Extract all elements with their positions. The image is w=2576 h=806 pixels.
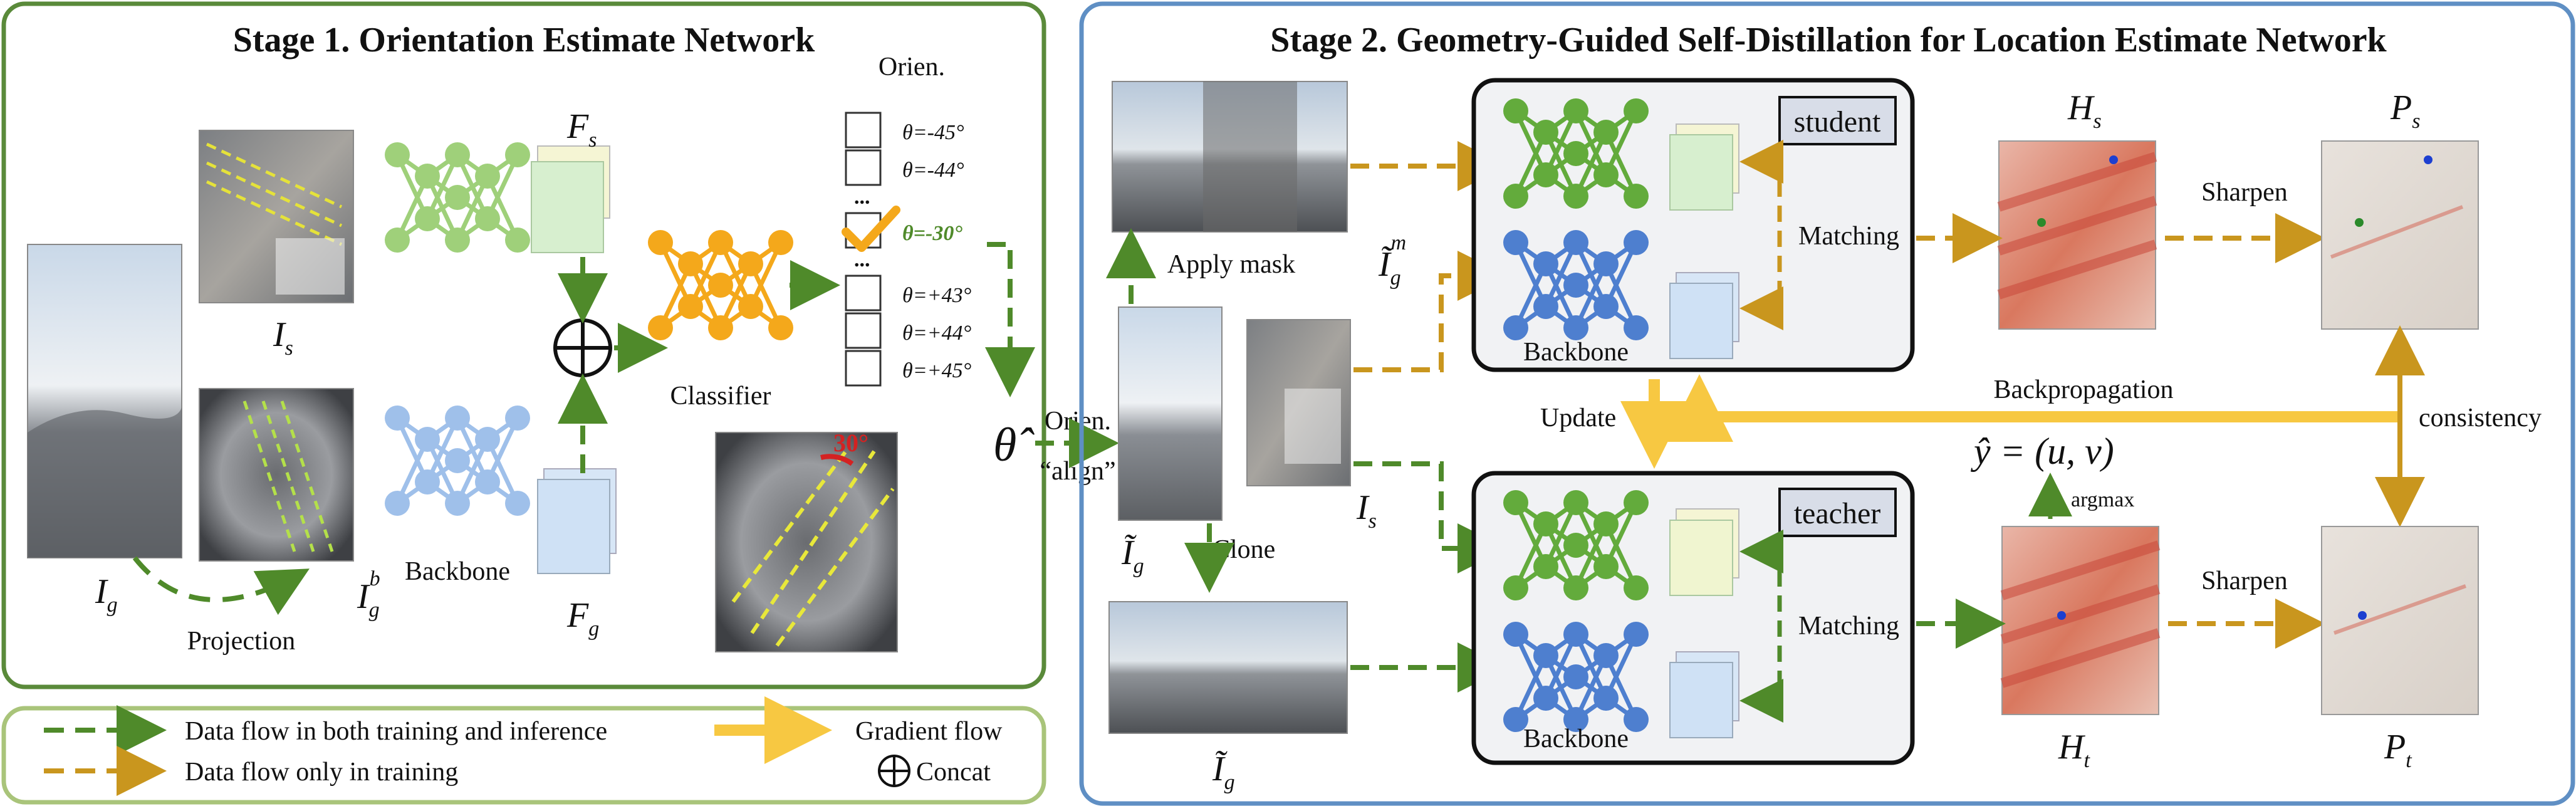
orientation-box-1 <box>845 112 882 149</box>
backpropagation-arrow <box>1666 374 2400 442</box>
orientation-box-4 <box>845 275 882 311</box>
center-orien-label: Orien. <box>1045 407 1111 436</box>
teacher-tag-label: teacher <box>1794 497 1881 530</box>
label-backpropagation: Backpropagation <box>1994 375 2174 404</box>
legend-gradient-item: Gradient flow <box>714 696 1003 764</box>
arrow-Is-to-student <box>1353 251 1508 372</box>
legend-both-label: Data flow in both training and inference <box>185 717 607 746</box>
label-backbone-stage1: Backbone <box>405 557 510 586</box>
center-align-label: “align” <box>1040 457 1115 486</box>
Ps-green-point <box>2355 218 2364 227</box>
aligned-ground-image <box>1118 306 1223 521</box>
angle-badge: 30° <box>833 429 868 457</box>
label-Ig: Ig <box>95 572 118 617</box>
network-backbone-blue-icon <box>385 406 530 516</box>
label-matching-student: Matching <box>1798 222 1899 251</box>
label-sharpen-bottom: Sharpen <box>2201 567 2288 595</box>
arrow-Is-to-teacher <box>1353 461 1508 573</box>
concat-icon <box>553 318 612 377</box>
checkmark-icon <box>842 206 900 252</box>
label-matching-teacher: Matching <box>1798 612 1899 641</box>
orientation-label-4: θ=+43° <box>902 284 972 307</box>
orientation-label-3: θ=-30° <box>902 222 962 245</box>
feature-Fg-icon <box>537 468 617 574</box>
label-Ig-tilde-bottom: Ĩg <box>1212 750 1235 794</box>
label-Fg: Fg <box>566 596 599 641</box>
feature-Fs-icon <box>531 145 610 253</box>
probability-Ps <box>2321 140 2479 330</box>
label-y-hat: ŷ = (u, v) <box>1970 431 2114 472</box>
orientation-list: θ=-45° θ=-44° ... θ=-30° ... θ=+43° θ=+4… <box>842 112 972 387</box>
legend-training-label: Data flow only in training <box>185 758 458 787</box>
legend-gradient-label: Gradient flow <box>855 717 1003 746</box>
ellipsis-1: ... <box>854 186 870 209</box>
orientation-label-1: θ=-45° <box>902 121 964 144</box>
stage1-panel <box>1 1 1046 689</box>
projection-arrow <box>132 556 310 615</box>
label-orien-header: Orien. <box>879 53 945 81</box>
label-Pt: Pt <box>2384 728 2412 772</box>
stage2-title: Stage 2. Geometry-Guided Self-Distillati… <box>1270 21 2387 60</box>
label-backbone-teacher: Backbone <box>1523 725 1629 753</box>
label-Igb: Igb <box>357 567 380 622</box>
ellipsis-2: ... <box>854 248 870 271</box>
arrow-list-to-theta <box>985 242 1035 397</box>
label-apply-mask: Apply mask <box>1167 250 1295 279</box>
student-tag-label: student <box>1794 105 1881 139</box>
legend-training-item: Data flow only in training <box>44 746 458 796</box>
label-Is-stage2: Is <box>1356 488 1377 533</box>
orientation-label-2: θ=-44° <box>902 159 964 182</box>
orientation-box-6 <box>845 350 882 387</box>
label-argmax: argmax <box>2071 488 2134 511</box>
rotated-projection-image <box>715 432 898 652</box>
Ht-blue-point <box>2057 611 2066 620</box>
label-Fs: Fs <box>566 107 597 152</box>
legend-box <box>1 706 1046 805</box>
orientation-label-5: θ=+44° <box>902 322 972 345</box>
Hs-green-point <box>2037 218 2046 227</box>
label-backbone-student: Backbone <box>1523 338 1629 367</box>
legend-both-item: Data flow in both training and inference <box>44 705 607 755</box>
legend-concat-label: Concat <box>916 758 991 787</box>
student-tag <box>1778 96 1897 145</box>
theta-hat: θ̂ <box>993 419 1035 471</box>
label-Ig-tilde-m: Ĩgm <box>1378 231 1406 290</box>
legend-concat-icon <box>878 755 910 787</box>
label-Ig-tilde: Ĩg <box>1121 533 1144 578</box>
network-top-green-icon <box>385 142 530 253</box>
label-Ps: Ps <box>2390 88 2420 133</box>
label-clone: Clone <box>1212 535 1275 564</box>
student-feature-bottom-icon <box>1669 272 1739 359</box>
projected-image-Igb <box>199 388 354 562</box>
legend-concat-item: Concat <box>878 755 991 787</box>
label-update: Update <box>1540 404 1616 432</box>
label-sharpen-top: Sharpen <box>2201 178 2288 207</box>
orientation-label-6: θ=+45° <box>902 359 972 382</box>
label-Is: Is <box>273 315 293 360</box>
orientation-box-2 <box>845 149 882 186</box>
teacher-feature-bottom-icon <box>1669 651 1739 738</box>
bottom-panorama <box>1108 601 1348 734</box>
Ps-blue-point <box>2424 155 2433 164</box>
probability-Pt <box>2321 526 2479 715</box>
teacher-feature-top-icon <box>1669 508 1739 596</box>
stage1-title: Stage 1. Orientation Estimate Network <box>233 21 815 60</box>
Pt-blue-point <box>2358 611 2367 620</box>
label-Ht: Ht <box>2058 728 2090 772</box>
stage2-panel <box>1079 1 2575 806</box>
label-projection: Projection <box>187 627 296 656</box>
student-feature-top-icon <box>1669 123 1739 211</box>
orientation-box-5 <box>845 312 882 349</box>
label-classifier: Classifier <box>670 382 771 411</box>
label-Hs: Hs <box>2067 88 2102 133</box>
teacher-tag <box>1778 488 1897 537</box>
label-consistency: consistency <box>2419 404 2542 432</box>
Hs-blue-point <box>2109 155 2118 164</box>
classifier-network-icon <box>648 230 793 340</box>
